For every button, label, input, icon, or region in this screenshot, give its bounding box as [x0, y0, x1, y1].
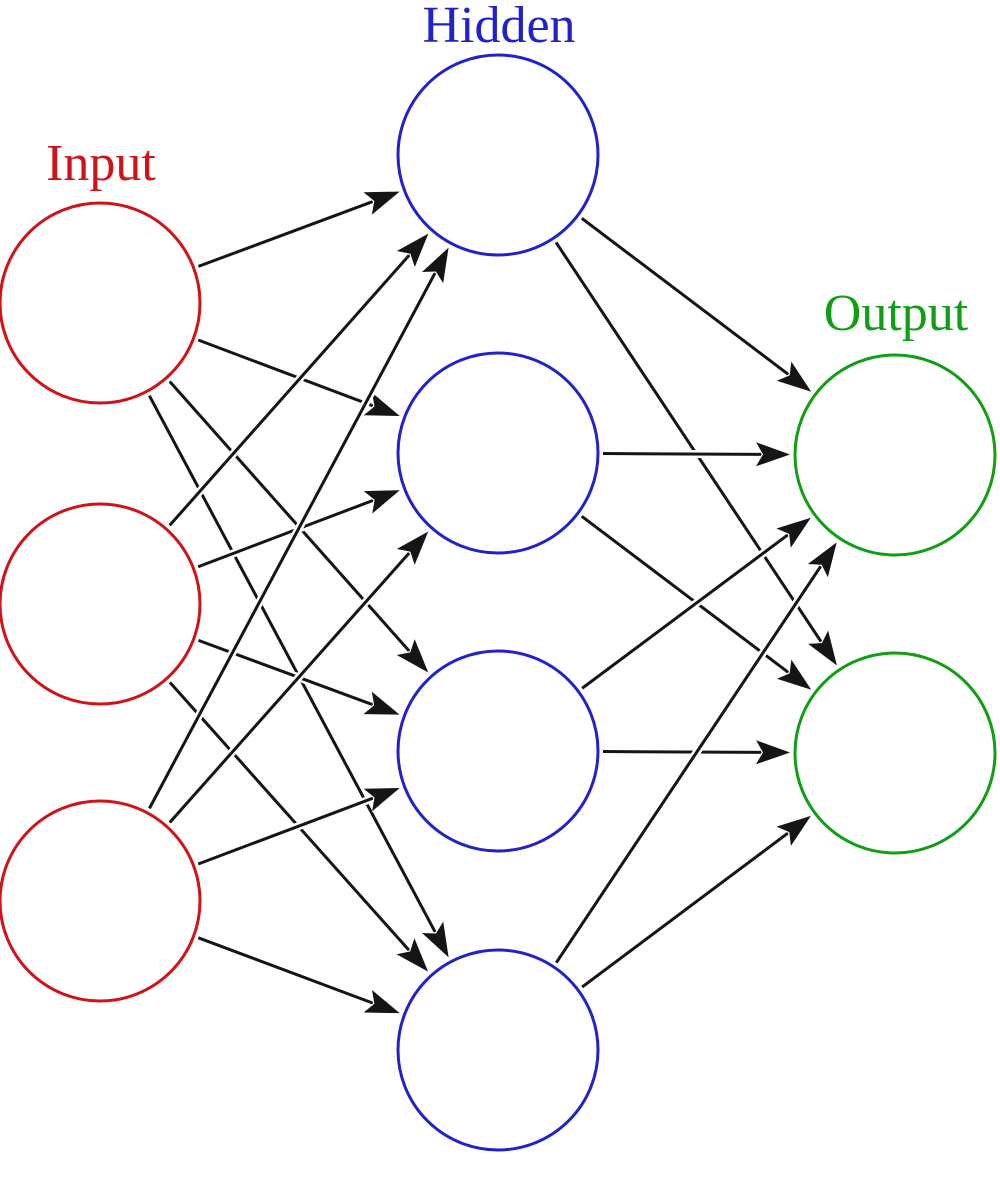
edge-i1-h1 [197, 193, 396, 268]
input-node-3 [0, 799, 202, 1003]
edge-i2-h1 [168, 236, 427, 527]
edge-h4-o2 [581, 818, 808, 989]
edges-layer [145, 188, 835, 1016]
input-node-1 [0, 201, 202, 405]
output-layer-label: Output [824, 285, 969, 342]
edge-i3-h2 [168, 534, 427, 824]
edge-i3-h3 [197, 789, 397, 866]
edge-h1-o1 [580, 217, 809, 390]
edge-h2-o1 [602, 454, 787, 455]
edge-i3-h4 [197, 936, 397, 1012]
output-node-1 [793, 353, 997, 557]
hidden-node-4 [396, 948, 600, 1152]
output-node-2 [793, 651, 997, 855]
hidden-node-1 [396, 53, 600, 257]
edge-i3-h1 [148, 250, 447, 810]
input-node-2 [0, 502, 202, 706]
hidden-node-2 [396, 351, 600, 555]
hidden-layer-label: Hidden [422, 0, 575, 54]
hidden-node-3 [396, 649, 600, 853]
input-layer-label: Input [46, 135, 156, 192]
edge-h4-o1 [555, 545, 835, 964]
edge-h3-o1 [581, 520, 808, 690]
nodes-layer [0, 53, 997, 1152]
